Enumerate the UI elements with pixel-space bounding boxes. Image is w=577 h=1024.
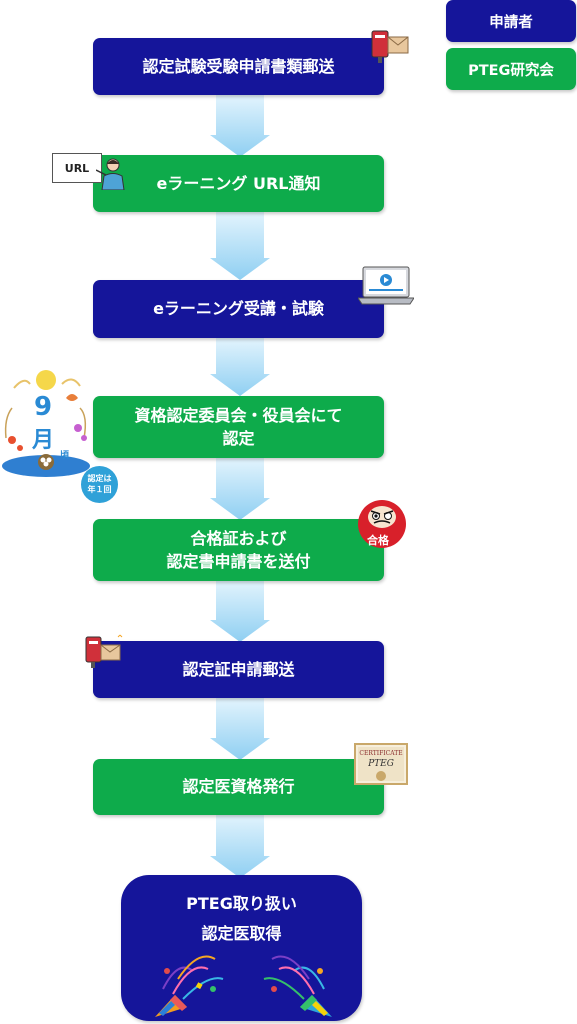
step-certified-doctor: PTEG取り扱い 認定医取得 <box>121 875 362 1021</box>
legend-applicant-label: 申請者 <box>489 14 533 31</box>
certificate-name: PTEG <box>368 759 394 769</box>
step-exam-application-label: 認定試験受験申請書類郵送 <box>142 56 335 76</box>
flow-arrow <box>210 212 270 280</box>
step-send-certificate-form-line2: 認定書申請書を送付 <box>166 552 311 571</box>
step-committee-approval-line1: 資格認定委員会・役員会にて <box>134 405 343 425</box>
step-committee-approval: 資格認定委員会・役員会にて 認定 <box>93 396 384 458</box>
step-exam-application: 認定試験受験申請書類郵送 <box>93 38 384 95</box>
step-committee-approval-line2: 認定 <box>222 429 255 448</box>
flow-arrow <box>210 458 270 520</box>
step-elearning-url-label: eラーニング URL通知 <box>156 173 321 193</box>
step-certified-doctor-line2: 認定医取得 <box>201 924 282 944</box>
flow-arrow <box>210 814 270 878</box>
step-certified-doctor-line1: PTEG取り扱い <box>186 894 297 913</box>
step-elearning-url: eラーニング URL通知 <box>93 155 384 212</box>
flow-arrow <box>210 698 270 760</box>
month-suffix: 頃 <box>60 451 70 461</box>
step-send-certificate-form: 合格証および 認定書申請書を送付 <box>93 519 384 581</box>
legend-applicant: 申請者 <box>446 0 576 42</box>
presenter-icon <box>96 158 125 190</box>
url-sign: URL <box>52 153 102 183</box>
mailbox-icon <box>371 30 409 63</box>
url-sign-text: URL <box>64 161 90 175</box>
month-number: 9 <box>34 392 53 422</box>
party-popper-right-icon <box>263 955 332 1017</box>
flow-arrow <box>210 338 270 396</box>
flow-arrow <box>210 95 270 157</box>
mailbox-small-icon <box>85 634 123 668</box>
step-certificate-mail-label: 認定証申請郵送 <box>182 659 295 679</box>
certificate-title: CERTIFICATE <box>359 750 403 757</box>
step-qualification-issued-label: 認定医資格発行 <box>182 777 295 797</box>
daruma-icon <box>358 500 406 548</box>
step-qualification-issued: 認定医資格発行 <box>93 759 384 815</box>
step-certificate-mail: 認定証申請郵送 <box>93 641 384 698</box>
laptop-video-icon <box>358 266 414 305</box>
legend-pteg-label: PTEG研究会 <box>468 62 554 79</box>
annual-note-line2: 年１回 <box>87 484 112 494</box>
month-kanji: 月 <box>32 428 55 453</box>
flow-arrow <box>210 580 270 642</box>
step-elearning-exam: eラーニング受講・試験 <box>93 280 384 338</box>
annual-certification-note: 認定は 年１回 <box>81 466 118 503</box>
party-popper-left-icon <box>155 955 224 1017</box>
annual-note-line1: 認定は <box>87 474 112 484</box>
certificate-icon: CERTIFICATE PTEG <box>354 743 408 785</box>
step-elearning-exam-label: eラーニング受講・試験 <box>153 299 324 319</box>
daruma-label: 合格 <box>367 534 389 547</box>
legend-pteg: PTEG研究会 <box>446 48 576 90</box>
september-moon-illustration <box>2 370 90 477</box>
certificate-seal-icon <box>376 771 386 781</box>
step-send-certificate-form-line1: 合格証および <box>190 528 287 548</box>
